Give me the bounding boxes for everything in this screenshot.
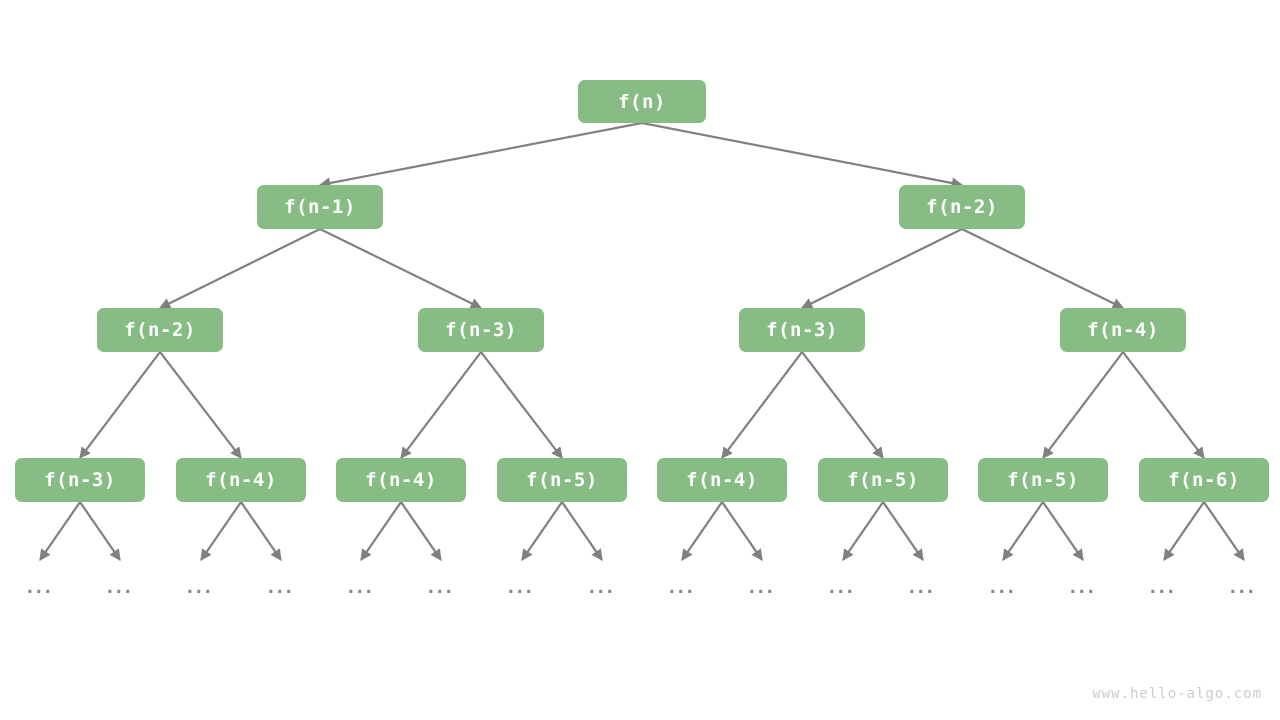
tree-edge-n2-n6 <box>961 228 1125 309</box>
ellipsis-marker: ... <box>1229 578 1257 598</box>
tree-stub-edge-n9-5 <box>400 501 442 561</box>
tree-stub-edge-n13-13 <box>1042 501 1084 561</box>
tree-stub-edge-n13-12 <box>1002 501 1044 561</box>
ellipsis-marker: ... <box>507 578 535 598</box>
tree-node-label: f(n-3) <box>445 319 517 341</box>
tree-node-n2: f(n-2) <box>899 185 1025 229</box>
tree-stub-edge-n14-15 <box>1203 501 1245 561</box>
tree-stub-edge-n11-9 <box>721 501 763 561</box>
tree-node-n13: f(n-5) <box>978 458 1108 502</box>
watermark: www.hello-algo.com <box>1092 686 1262 702</box>
ellipsis-marker: ... <box>748 578 776 598</box>
tree-node-n1: f(n-1) <box>257 185 383 229</box>
tree-node-label: f(n-6) <box>1168 469 1240 491</box>
tree-stub-edges <box>39 501 1245 561</box>
tree-node-label: f(n-4) <box>1087 319 1159 341</box>
tree-stub-edge-n7-1 <box>79 501 121 561</box>
tree-node-label: f(n-5) <box>1007 469 1079 491</box>
tree-edge-n3-n7 <box>79 351 161 459</box>
tree-node-label: f(n-4) <box>365 469 437 491</box>
tree-node-n4: f(n-3) <box>418 308 544 352</box>
ellipsis-marker: ... <box>908 578 936 598</box>
ellipsis-marker: ... <box>106 578 134 598</box>
tree-edge-n1-n3 <box>158 228 321 309</box>
tree-edges <box>79 121 1205 459</box>
tree-node-label: f(n-3) <box>766 319 838 341</box>
tree-node-label: f(n-5) <box>847 469 919 491</box>
tree-stub-edge-n8-3 <box>240 501 282 561</box>
tree-stub-edge-n10-6 <box>521 501 563 561</box>
tree-node-label: f(n-3) <box>44 469 116 491</box>
tree-edge-n5-n12 <box>801 351 884 459</box>
ellipsis-marker: ... <box>427 578 455 598</box>
tree-node-n6: f(n-4) <box>1060 308 1186 352</box>
tree-edge-n2-n5 <box>800 228 963 309</box>
tree-stub-edge-n10-7 <box>561 501 603 561</box>
tree-stub-edge-n12-11 <box>882 501 924 561</box>
ellipsis-marker: ... <box>1069 578 1097 598</box>
tree-node-n12: f(n-5) <box>818 458 948 502</box>
tree-node-n3: f(n-2) <box>97 308 223 352</box>
tree-node-label: f(n-2) <box>124 319 196 341</box>
ellipsis-marker: ... <box>267 578 295 598</box>
tree-node-n0: f(n) <box>578 80 706 123</box>
tree-stub-edge-n8-2 <box>200 501 242 561</box>
tree-stub-edge-n9-4 <box>360 501 402 561</box>
tree-edge-n6-n13 <box>1042 351 1124 459</box>
tree-node-n10: f(n-5) <box>497 458 627 502</box>
tree-node-n11: f(n-4) <box>657 458 787 502</box>
tree-edge-n0-n1 <box>318 121 643 189</box>
tree-node-n9: f(n-4) <box>336 458 466 502</box>
tree-node-label: f(n-2) <box>926 196 998 218</box>
tree-edge-n0-n2 <box>641 121 964 189</box>
tree-node-label: f(n-1) <box>284 196 356 218</box>
tree-edge-n3-n8 <box>159 351 242 459</box>
tree-node-n5: f(n-3) <box>739 308 865 352</box>
tree-edge-n1-n4 <box>319 228 483 309</box>
ellipsis-marker: ... <box>828 578 856 598</box>
ellipsis-marker: ... <box>989 578 1017 598</box>
tree-edge-n4-n10 <box>480 351 563 459</box>
tree-node-n7: f(n-3) <box>15 458 145 502</box>
ellipsis-marker: ... <box>1149 578 1177 598</box>
ellipsis-marker: ... <box>588 578 616 598</box>
ellipsis-marker: ... <box>186 578 214 598</box>
tree-edge-n5-n11 <box>721 351 803 459</box>
ellipsis-marker: ... <box>26 578 54 598</box>
ellipsis-marker: ... <box>668 578 696 598</box>
ellipsis-marker: ... <box>347 578 375 598</box>
tree-stub-edge-n7-0 <box>39 501 81 561</box>
tree-node-label: f(n-4) <box>686 469 758 491</box>
tree-node-label: f(n-4) <box>205 469 277 491</box>
tree-node-n14: f(n-6) <box>1139 458 1269 502</box>
tree-stub-edge-n14-14 <box>1163 501 1205 561</box>
tree-edge-n6-n14 <box>1122 351 1205 459</box>
tree-node-n8: f(n-4) <box>176 458 306 502</box>
tree-node-label: f(n) <box>618 90 666 113</box>
tree-node-label: f(n-5) <box>526 469 598 491</box>
tree-stub-edge-n12-10 <box>842 501 884 561</box>
tree-stub-edge-n11-8 <box>681 501 723 561</box>
tree-edge-n4-n9 <box>400 351 482 459</box>
